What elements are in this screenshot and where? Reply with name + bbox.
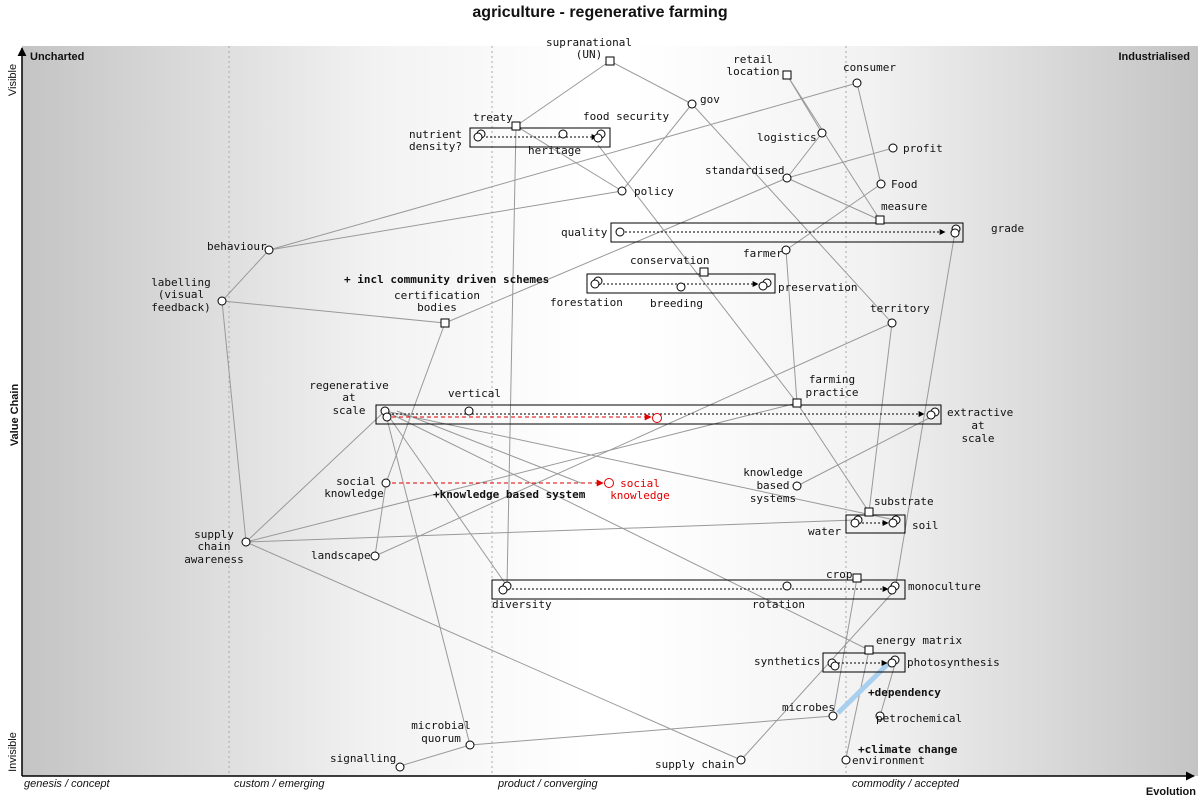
- y-axis-bottom: Invisible: [7, 732, 19, 772]
- label-signalling: signalling: [330, 752, 396, 765]
- label-location: location: [727, 65, 780, 78]
- label-supply-chain: supply chain: [655, 758, 734, 771]
- stage-genesis: genesis / concept: [24, 778, 111, 790]
- label-extractive-scale: scale: [961, 432, 994, 445]
- note-climate-change: +climate change: [858, 743, 958, 756]
- label-forestation: forestation: [550, 296, 623, 309]
- label-supply: supply: [194, 528, 234, 541]
- corner-uncharted: Uncharted: [30, 51, 84, 63]
- label-measure: measure: [881, 200, 927, 213]
- label-substrate: substrate: [874, 495, 934, 508]
- axes: [17, 47, 1195, 781]
- label-labelling-feedback: feedback): [151, 301, 211, 314]
- label-policy: policy: [634, 185, 674, 198]
- label-landscape: landscape: [311, 549, 371, 562]
- label-preservation: preservation: [778, 281, 857, 294]
- label-photosynthesis: photosynthesis: [907, 656, 1000, 669]
- map-background: [22, 46, 1198, 776]
- label-rotation: rotation: [752, 598, 805, 611]
- label-petrochemical: petrochemical: [876, 712, 962, 725]
- red-evolve-arrows: [392, 413, 652, 487]
- label-soil: soil: [912, 519, 939, 532]
- label-labelling: labelling: [151, 276, 211, 289]
- label-regenerative-scale: scale: [332, 404, 365, 417]
- label-supranational: supranational: [546, 36, 632, 49]
- label-heritage: heritage: [528, 144, 581, 157]
- label-regenerative-at: at: [342, 391, 355, 404]
- y-axis-top: Visible: [7, 64, 19, 96]
- red-nodes: [604, 413, 662, 488]
- label-water: water: [808, 525, 841, 538]
- label-awareness: awareness: [184, 553, 244, 566]
- nodes: [217, 56, 961, 772]
- label-social-knowledge: knowledge: [324, 487, 384, 500]
- label-farmer: farmer: [743, 247, 783, 260]
- note-knowledge-system: +knowledge based system: [433, 488, 586, 501]
- note-dependency: +dependency: [868, 686, 941, 699]
- stage-custom: custom / emerging: [234, 778, 325, 790]
- label-retail: retail: [733, 53, 773, 66]
- label-social-red: social: [620, 477, 660, 490]
- stage-commodity: commodity / accepted: [852, 778, 960, 790]
- note-community-schemes: + incl community driven schemes: [344, 273, 549, 286]
- label-food: Food: [891, 178, 918, 191]
- label-standardised: standardised: [705, 164, 784, 177]
- label-food-security: food security: [583, 110, 669, 123]
- label-labelling-visual: (visual: [158, 288, 204, 301]
- label-extractive: extractive: [947, 406, 1013, 419]
- label-quorum: quorum: [421, 732, 461, 745]
- label-crop: crop: [826, 568, 853, 581]
- label-farming: farming: [809, 373, 855, 386]
- label-monoculture: monoculture: [908, 580, 981, 593]
- label-bodies: bodies: [417, 301, 457, 314]
- label-social: social: [336, 475, 376, 488]
- stage-product: product / converging: [497, 778, 599, 790]
- label-regenerative: regenerative: [309, 379, 388, 392]
- labels: supranational (UN) gov retail location c…: [151, 36, 1024, 771]
- x-axis-label: Evolution: [1146, 786, 1196, 798]
- label-profit: profit: [903, 142, 943, 155]
- label-supranational-un: (UN): [576, 48, 603, 61]
- label-consumer: consumer: [843, 61, 896, 74]
- map-title: agriculture - regenerative farming: [472, 4, 727, 21]
- label-nutrient: nutrient: [409, 128, 462, 141]
- label-quality: quality: [561, 226, 608, 239]
- corner-industrialised: Industrialised: [1118, 51, 1190, 63]
- label-density: density?: [409, 140, 462, 153]
- label-breeding: breeding: [650, 297, 703, 310]
- label-logistics: logistics: [757, 131, 817, 144]
- label-vertical: vertical: [448, 387, 501, 400]
- label-systems: systems: [750, 492, 796, 505]
- label-treaty: treaty: [473, 111, 513, 124]
- pipelines: [375, 127, 964, 673]
- label-social-knowledge-red: knowledge: [610, 489, 670, 502]
- label-practice: practice: [806, 386, 859, 399]
- label-extractive-at: at: [971, 419, 984, 432]
- label-environment: environment: [852, 754, 925, 767]
- label-gov: gov: [700, 93, 720, 106]
- label-chain: chain: [197, 540, 230, 553]
- label-microbes: microbes: [782, 701, 835, 714]
- y-axis-label: Value Chain: [9, 384, 21, 447]
- label-based: based: [756, 479, 789, 492]
- label-territory: territory: [870, 302, 930, 315]
- label-microbial: microbial: [411, 719, 471, 732]
- label-certification: certification: [394, 289, 480, 302]
- label-grade: grade: [991, 222, 1024, 235]
- label-knowledge: knowledge: [743, 466, 803, 479]
- label-energy-matrix: energy matrix: [876, 634, 962, 647]
- label-behaviour: behaviour: [207, 240, 267, 253]
- label-conservation: conservation: [630, 254, 709, 267]
- links: [221, 60, 956, 767]
- label-diversity: diversity: [492, 598, 552, 611]
- label-synthetics: synthetics: [754, 655, 820, 668]
